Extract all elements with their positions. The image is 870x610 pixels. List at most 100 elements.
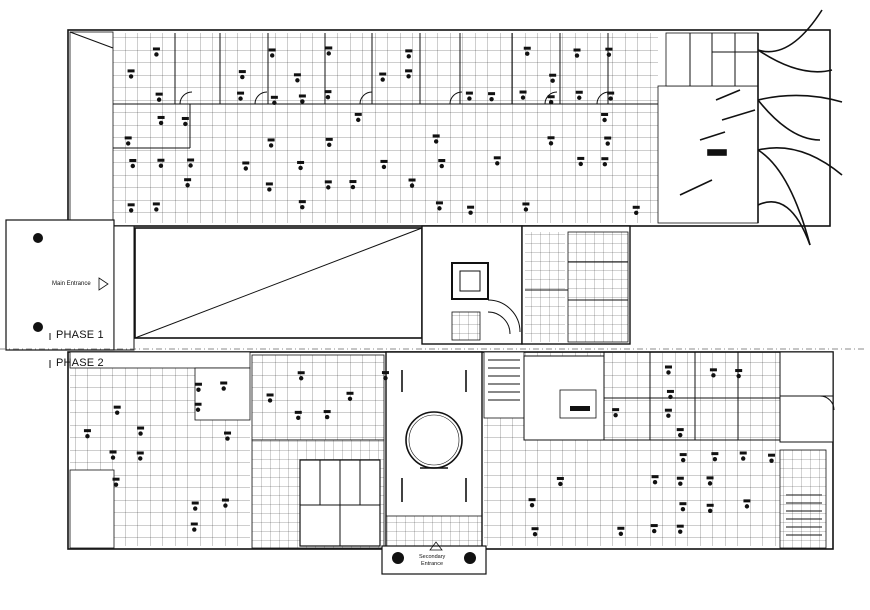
desk-symbol [267, 138, 275, 142]
phase-1-label: PHASE 1 [56, 329, 104, 341]
desk-symbol [547, 136, 555, 140]
desk-symbol [676, 476, 684, 480]
chair-symbol [678, 481, 683, 486]
desk-symbol [709, 368, 717, 372]
desk-symbol [157, 158, 165, 162]
chair-symbol [652, 528, 657, 534]
chair-symbol [183, 121, 188, 127]
chair-symbol [324, 414, 330, 420]
chair-symbol [406, 54, 411, 59]
chair-symbol [406, 74, 411, 79]
chair-symbol [558, 481, 563, 487]
desk-symbol [323, 410, 331, 414]
chair-symbol [130, 163, 135, 169]
desk-symbol [547, 95, 555, 99]
desk-symbol [664, 365, 672, 369]
desk-symbol [650, 524, 658, 528]
chair-symbol [128, 208, 134, 213]
chair-symbol [300, 99, 305, 104]
desk-symbol [679, 502, 687, 506]
chair-symbol [439, 163, 444, 169]
chair-symbol [347, 396, 353, 401]
chair-symbol [272, 100, 277, 106]
chair-symbol [298, 165, 303, 171]
desk-symbol [676, 524, 684, 528]
chair-symbol [437, 206, 442, 211]
desk-symbol [113, 405, 121, 409]
desk-symbol [124, 136, 132, 140]
desk-symbol [380, 159, 388, 163]
chair-symbol [678, 432, 683, 438]
desk-symbol [522, 202, 530, 206]
chair-symbol [532, 532, 538, 537]
desk-symbol [617, 526, 625, 530]
service-block [521, 225, 631, 345]
desk-symbol [194, 382, 202, 386]
chair-symbol [156, 97, 162, 102]
chair-symbol [381, 164, 387, 170]
desk-symbol [612, 408, 620, 412]
desk-symbol [519, 90, 527, 94]
desk-symbol [706, 476, 714, 480]
office-ceiling-grid [113, 33, 658, 223]
desk-symbol [405, 49, 413, 53]
desk-symbol [136, 451, 144, 455]
chair-symbol [613, 412, 618, 418]
desk-symbol [127, 69, 135, 73]
chair-symbol [711, 373, 716, 378]
chair-symbol [238, 96, 243, 101]
desk-symbol [181, 116, 189, 120]
chair-symbol [350, 184, 356, 190]
chair-symbol [223, 503, 228, 508]
desk-symbol [666, 389, 674, 393]
desk-symbol [112, 477, 120, 481]
chair-symbol [383, 375, 388, 381]
chair-symbol [577, 95, 582, 100]
chair-symbol [195, 407, 201, 412]
desk-symbol [575, 90, 583, 94]
chair-symbol [300, 204, 305, 210]
desk-symbol [297, 371, 305, 375]
desk-symbol [664, 408, 672, 412]
chair-symbol [680, 507, 686, 512]
desk-symbol [157, 115, 165, 119]
desk-symbol [237, 91, 245, 95]
desk-symbol [238, 70, 246, 74]
furniture-symbols [83, 46, 776, 537]
desk-symbol [129, 158, 137, 162]
desk-symbol [556, 476, 564, 480]
desk-symbol [297, 160, 305, 164]
desk-symbol [711, 452, 719, 456]
desk-symbol [679, 453, 687, 457]
desk-symbol [676, 428, 684, 432]
desk-symbol [83, 429, 91, 433]
chair-symbol [188, 163, 193, 168]
desk-symbol [127, 203, 135, 207]
chair-symbol [602, 117, 607, 123]
chair-symbol [193, 506, 198, 511]
desk-symbol [152, 202, 160, 206]
chair-symbol [326, 51, 331, 56]
chair-symbol [267, 398, 273, 403]
desk-symbol [270, 95, 278, 99]
desk-symbol [293, 73, 301, 77]
desk-symbol [109, 450, 117, 454]
atrium-ramp [113, 225, 423, 351]
chair-symbol [356, 117, 361, 123]
desk-symbol [601, 112, 609, 116]
stair-lift-core [421, 225, 523, 345]
chair-symbol [606, 52, 612, 57]
chair-symbol [495, 161, 500, 166]
desk-symbol [266, 393, 274, 397]
desk-symbol [224, 431, 232, 435]
chair-symbol [666, 370, 671, 375]
chair-symbol [550, 78, 555, 83]
chair-symbol [158, 163, 164, 168]
secondary-entrance-label-line2: Entrance [421, 561, 444, 567]
chair-symbol [520, 95, 526, 100]
desk-symbol [768, 453, 776, 457]
secondary-entrance-label-line1: Secondary [419, 554, 446, 560]
desk-symbol [324, 180, 332, 184]
desk-symbol [435, 201, 443, 205]
desk-symbol [268, 48, 276, 52]
